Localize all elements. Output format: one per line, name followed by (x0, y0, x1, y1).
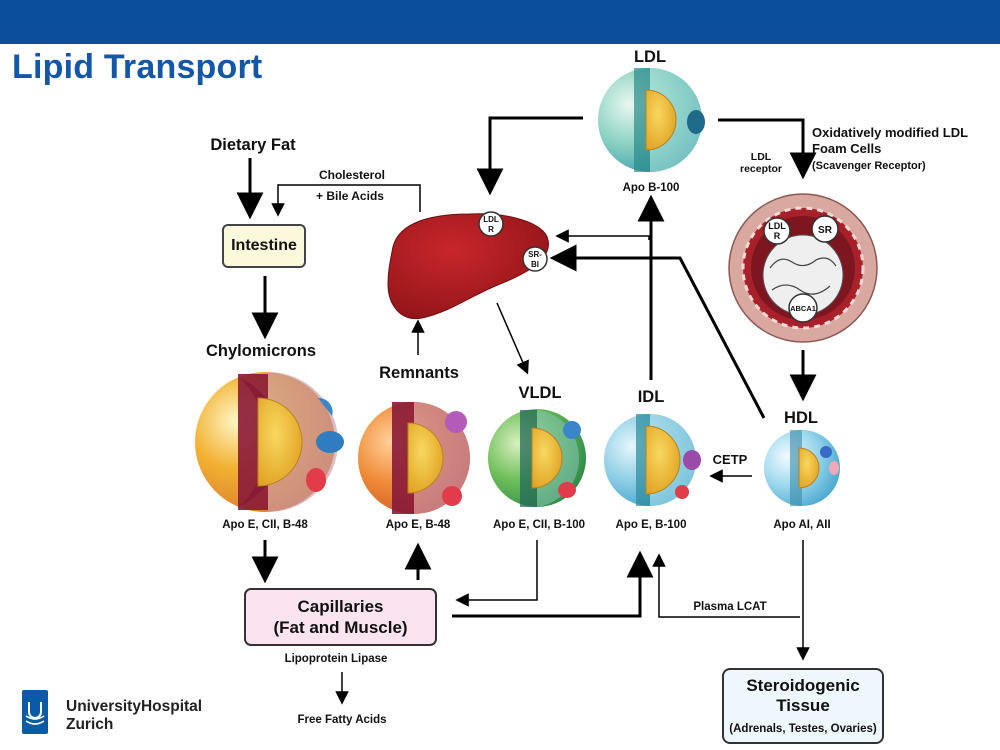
remnant-particle (358, 402, 470, 514)
apo-chylomicron: Apo E, CII, B-48 (222, 519, 308, 531)
label-oxidized-ldl: Oxidatively modified LDL (812, 125, 968, 140)
label-cholesterol: Cholesterol (319, 168, 385, 182)
steroid-label-1: Steroidogenic (746, 675, 860, 695)
steroidogenic-tissue-box: Steroidogenic Tissue (Adrenals, Testes, … (722, 668, 884, 744)
capillaries-box: Capillaries (Fat and Muscle) (244, 588, 437, 646)
foam-cell-abca1-label: ABCA1 (790, 304, 816, 313)
vldl-particle (488, 409, 586, 507)
liver (387, 213, 549, 320)
liver-srbi-label-2: BI (531, 260, 539, 269)
label-cetp: CETP (713, 452, 748, 467)
arrow-bile-acids (271, 184, 421, 217)
arrow-idl-to-liver-ldlr (555, 229, 650, 243)
apo-vldl: Apo E, CII, B-100 (493, 519, 585, 531)
capillaries-label-2: (Fat and Muscle) (273, 618, 408, 637)
label-scavenger-receptor: (Scavenger Receptor) (812, 160, 926, 172)
liver-ldlr-label-1: LDL (483, 215, 499, 224)
label-dietary-fat: Dietary Fat (210, 136, 296, 154)
foam-cell-ldlr-label-1: LDL (768, 221, 786, 231)
label-hdl: HDL (784, 409, 818, 427)
label-chylomicrons: Chylomicrons (206, 342, 316, 360)
arrow-lcat-to-idl (652, 553, 800, 618)
apo-hdl: Apo AI, AII (773, 519, 830, 531)
foam-cell-ldlr-label-2: R (774, 231, 781, 241)
chylomicron-particle (195, 372, 344, 512)
idl-particle (604, 414, 701, 506)
page-title: Lipid Transport (12, 48, 263, 86)
arrow-ldl-to-foam-cell (718, 118, 817, 180)
foam-cell-ldl-receptor (763, 217, 791, 245)
apo-ldl: Apo B-100 (623, 182, 680, 194)
arrow-hdl-to-liver-srbi (549, 244, 766, 419)
org-name-line-1: UniversityHospital (66, 698, 203, 715)
arrow-capillaries-to-idl (452, 550, 654, 618)
label-bile-acids: + Bile Acids (316, 189, 384, 203)
org-name-line-2: Zurich (66, 716, 114, 733)
foam-cell-sr-label: SR (818, 225, 833, 236)
label-plasma-lcat: Plasma LCAT (693, 601, 766, 613)
university-hospital-logo-icon (22, 690, 48, 734)
label-lipoprotein-lipase: Lipoprotein Lipase (285, 653, 388, 665)
steroid-label-2: Tissue (776, 695, 830, 715)
label-foam-cells: Foam Cells (812, 141, 881, 156)
arrow-vldl-to-capillaries (455, 540, 538, 607)
arrow-liver-to-vldl (496, 302, 529, 375)
foam-cell-scavenger-receptor (811, 215, 839, 243)
header-bar (0, 0, 1000, 44)
label-ldl-receptor-1: LDL (751, 151, 772, 163)
ldl-particle (598, 68, 705, 172)
label-ldl-receptor-2: receptor (740, 163, 782, 175)
label-vldl: VLDL (518, 384, 561, 402)
label-idl: IDL (638, 388, 665, 406)
arrow-ldl-to-liver (476, 116, 583, 196)
intestine-box: Intestine (222, 224, 306, 268)
apo-remnant: Apo E, B-48 (386, 519, 451, 531)
foam-cell-abca1 (788, 293, 818, 323)
label-remnants: Remnants (379, 364, 459, 382)
steroid-label-3: (Adrenals, Testes, Ovaries) (729, 722, 877, 735)
liver-srbi-receptor (522, 246, 548, 272)
label-free-fatty-acids: Free Fatty Acids (297, 714, 386, 726)
liver-srbi-label-1: SR- (528, 250, 542, 259)
liver-ldlr-label-2: R (488, 225, 494, 234)
capillaries-label-1: Capillaries (297, 597, 384, 616)
intestine-label: Intestine (231, 237, 297, 254)
label-ldl: LDL (634, 48, 666, 66)
apo-idl: Apo E, B-100 (616, 519, 687, 531)
hdl-particle (764, 430, 840, 506)
university-hospital-name: UniversityHospital Zurich (66, 698, 202, 734)
liver-ldl-receptor (478, 211, 504, 237)
